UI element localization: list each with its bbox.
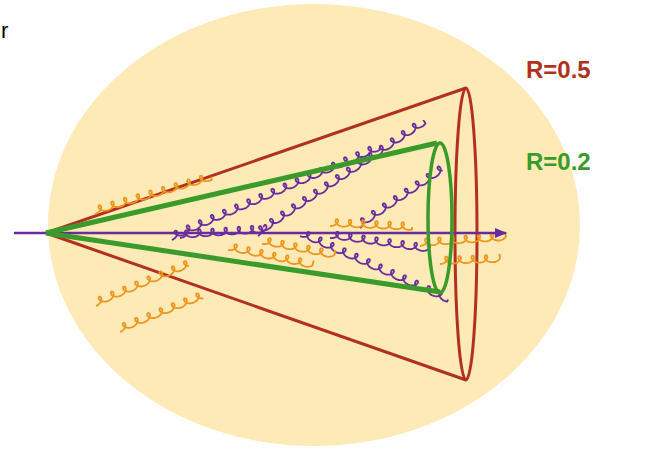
gluon	[262, 238, 335, 257]
background-ellipse	[48, 4, 580, 446]
gluon	[330, 219, 412, 230]
gluon	[120, 293, 204, 332]
cone-r02	[46, 143, 452, 293]
gluon	[180, 225, 267, 238]
cone-label: R=0.2	[526, 150, 591, 174]
gluon	[330, 232, 430, 251]
gluon	[420, 233, 506, 246]
cut-off-text: r	[1, 20, 8, 42]
gluon	[96, 261, 189, 306]
gluon-lines	[95, 120, 506, 332]
cone-label: R=0.5	[526, 58, 591, 82]
jet-axis-arrow	[14, 232, 506, 235]
